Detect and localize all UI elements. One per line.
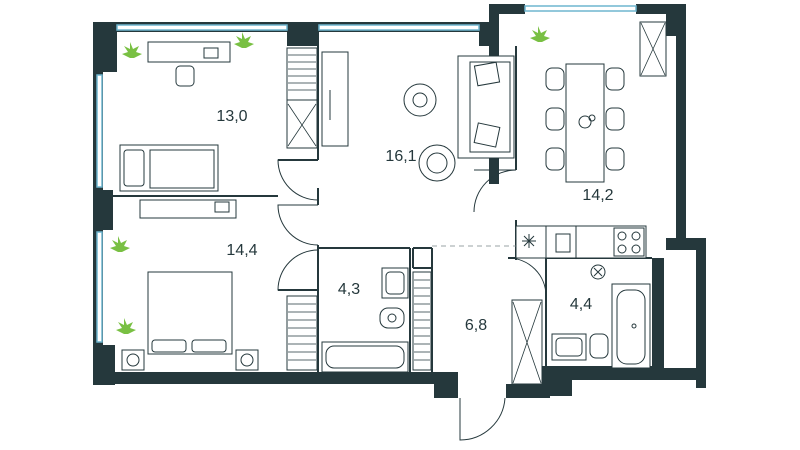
plant-icon — [530, 26, 550, 42]
room-area-hallway: 6,8 — [465, 317, 487, 334]
plant-icon — [234, 32, 254, 48]
room-area-bedroom-top: 13,0 — [216, 108, 247, 125]
living-room-furniture — [403, 55, 515, 182]
plant-icon — [110, 236, 130, 252]
plant-icon — [122, 42, 142, 58]
bathroom-left-fixtures — [321, 267, 409, 373]
doors — [277, 159, 547, 441]
bedroom-bottom-furniture — [121, 199, 259, 371]
room-area-living-room: 16,1 — [385, 148, 416, 165]
kitchen-furniture — [515, 63, 647, 259]
wardrobes — [286, 21, 667, 385]
plants — [110, 26, 550, 334]
room-area-bedroom-bottom: 14,4 — [226, 242, 257, 259]
room-labels: 13,0 16,1 14,2 14,4 4,3 6,8 4,4 — [216, 108, 613, 334]
room-area-kitchen-dining: 14,2 — [582, 187, 613, 204]
windows — [96, 5, 637, 343]
room-area-bathroom-left: 4,3 — [338, 281, 360, 298]
bedroom-top-furniture — [119, 41, 349, 192]
bathroom-right-fixtures — [551, 264, 651, 369]
plant-icon — [116, 318, 136, 334]
room-area-bathroom-right: 4,4 — [570, 296, 592, 313]
